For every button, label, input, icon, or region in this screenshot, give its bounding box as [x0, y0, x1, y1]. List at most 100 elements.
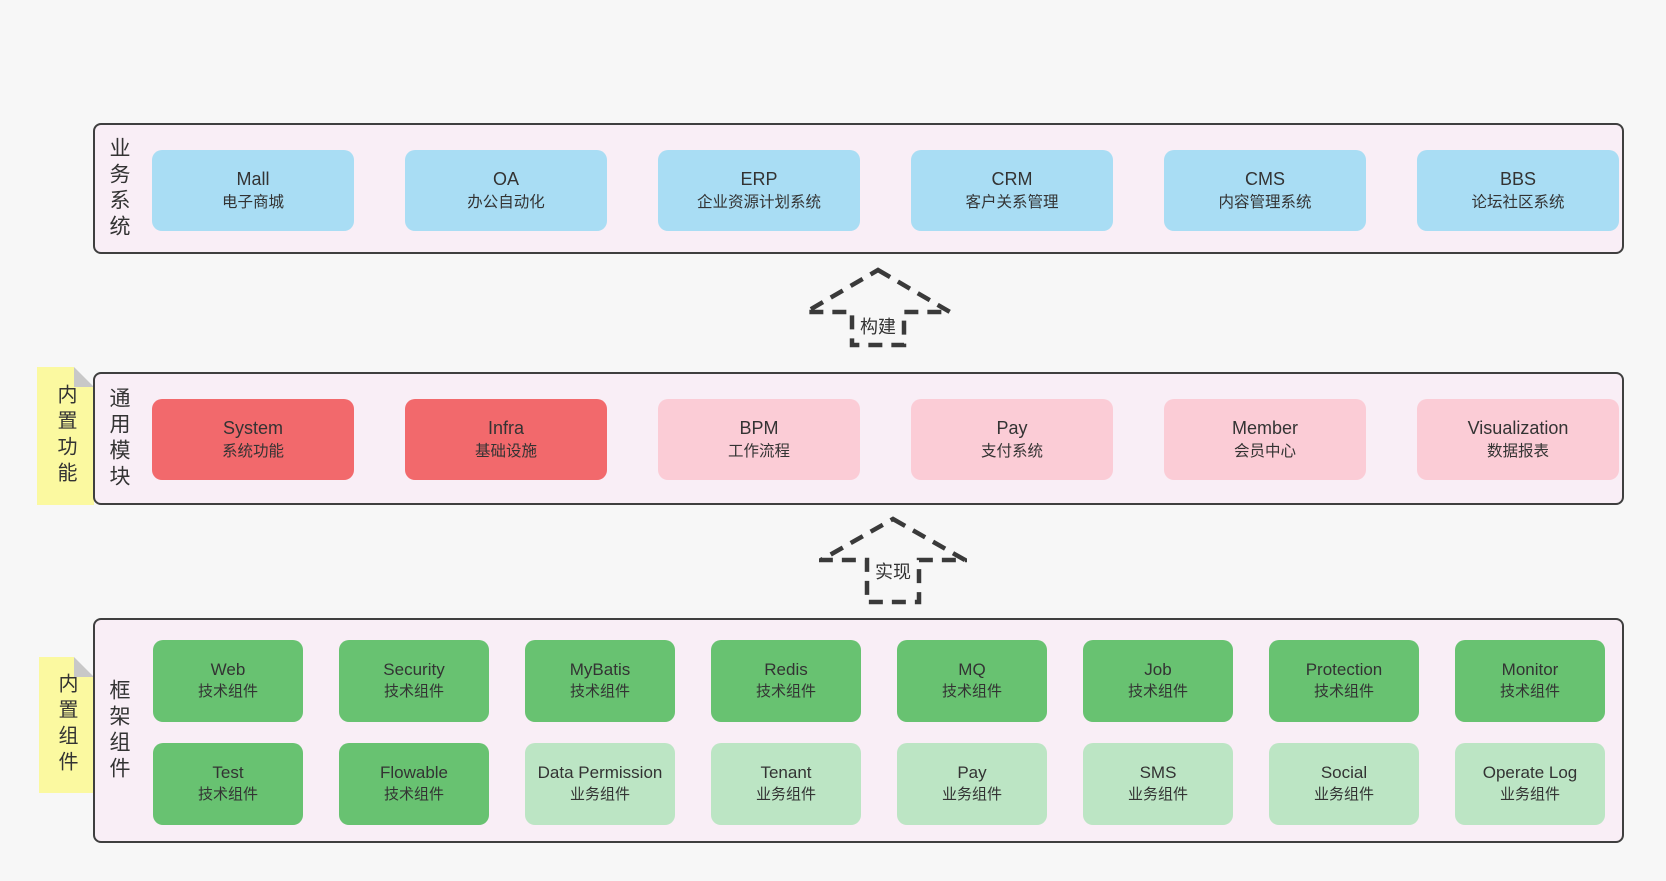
build-arrow [797, 266, 959, 348]
box-crm-name: CRM [991, 169, 1033, 190]
box-job-subtitle: 技术组件 [1127, 683, 1188, 701]
box-bbs-name: BBS [1499, 169, 1537, 190]
box-tenant-name: Tenant [760, 763, 812, 783]
box-visualization-subtitle: 数据报表 [1486, 443, 1549, 461]
box-bbs: BBS 论坛社区系统 [1417, 150, 1619, 231]
box-infra: Infra 基础设施 [405, 399, 607, 480]
implement-arrow-label: 实现 [875, 562, 911, 582]
box-oa-subtitle: 办公自动化 [467, 194, 545, 212]
box-mq: MQ 技术组件 [897, 640, 1047, 722]
box-tenant: Tenant 业务组件 [711, 743, 861, 825]
box-redis-subtitle: 技术组件 [755, 683, 816, 701]
box-erp-subtitle: 企业资源计划系统 [696, 194, 821, 212]
box-redis-name: Redis [764, 660, 808, 680]
box-crm-subtitle: 客户关系管理 [965, 194, 1059, 212]
box-web-subtitle: 技术组件 [197, 683, 258, 701]
box-bpm-subtitle: 工作流程 [727, 443, 790, 461]
box-web: Web 技术组件 [153, 640, 303, 722]
box-flowable-subtitle: 技术组件 [383, 786, 444, 804]
box-monitor-name: Monitor [1501, 660, 1559, 680]
box-bbs-subtitle: 论坛社区系统 [1471, 194, 1565, 212]
box-data-permission: Data Permission 业务组件 [525, 743, 675, 825]
box-system-name: System [222, 418, 283, 439]
box-monitor: Monitor 技术组件 [1455, 640, 1605, 722]
box-mybatis-name: MyBatis [569, 660, 631, 680]
box-pay-component-name: Pay [957, 763, 987, 783]
builtin-features-sticky: 内置功能 [37, 367, 94, 505]
box-pay-component-subtitle: 业务组件 [941, 786, 1002, 804]
box-visualization: Visualization 数据报表 [1417, 399, 1619, 480]
box-cms: CMS 内容管理系统 [1164, 150, 1366, 231]
box-mybatis: MyBatis 技术组件 [525, 640, 675, 722]
box-mybatis-subtitle: 技术组件 [569, 683, 630, 701]
box-oa: OA 办公自动化 [405, 150, 607, 231]
box-social-name: Social [1320, 763, 1368, 783]
box-oa-name: OA [492, 169, 519, 190]
up-arrow-dashed-icon [797, 267, 959, 348]
box-tenant-subtitle: 业务组件 [755, 786, 816, 804]
sticky-fold-corner-icon [74, 657, 94, 677]
box-member: Member 会员中心 [1164, 399, 1366, 480]
box-pay-system-name: Pay [996, 418, 1028, 439]
framework-components-band: 框架组件 Web 技术组件 Security 技术组件 MyBatis 技术组件… [93, 618, 1624, 843]
box-test-subtitle: 技术组件 [197, 786, 258, 804]
box-data-permission-name: Data Permission [537, 763, 663, 783]
box-security-name: Security [383, 660, 445, 680]
implement-arrow [812, 515, 974, 605]
common-modules-band: 通用模块 System 系统功能 Infra 基础设施 BPM 工作流程 Pay… [93, 372, 1624, 505]
box-erp: ERP 企业资源计划系统 [658, 150, 860, 231]
box-cms-subtitle: 内容管理系统 [1218, 194, 1312, 212]
box-mall-name: Mall [236, 169, 270, 190]
business-systems-band-label: 业务系统 [107, 136, 130, 241]
box-member-subtitle: 会员中心 [1233, 443, 1296, 461]
box-system-subtitle: 系统功能 [221, 443, 284, 461]
box-security-subtitle: 技术组件 [383, 683, 444, 701]
sticky-fold-corner-icon [74, 367, 94, 387]
box-web-name: Web [210, 660, 246, 680]
box-redis: Redis 技术组件 [711, 640, 861, 722]
box-mall: Mall 电子商城 [152, 150, 354, 231]
box-flowable-name: Flowable [379, 763, 449, 783]
box-bpm-name: BPM [739, 418, 779, 439]
box-infra-subtitle: 基础设施 [474, 443, 537, 461]
builtin-components-sticky: 内置组件 [39, 657, 94, 793]
box-bpm: BPM 工作流程 [658, 399, 860, 480]
build-arrow-label: 构建 [860, 317, 896, 337]
box-monitor-subtitle: 技术组件 [1499, 683, 1560, 701]
common-modules-band-label: 通用模块 [107, 386, 130, 491]
box-crm: CRM 客户关系管理 [911, 150, 1113, 231]
builtin-features-sticky-label: 内置功能 [54, 384, 76, 488]
box-flowable: Flowable 技术组件 [339, 743, 489, 825]
box-job-name: Job [1144, 660, 1172, 680]
box-social: Social 业务组件 [1269, 743, 1419, 825]
box-pay-system-subtitle: 支付系统 [980, 443, 1043, 461]
box-pay-system: Pay 支付系统 [911, 399, 1113, 480]
up-arrow-dashed-icon [812, 516, 974, 605]
business-systems-band: 业务系统 Mall 电子商城 OA 办公自动化 ERP 企业资源计划系统 CRM… [93, 123, 1624, 254]
box-operate-log-subtitle: 业务组件 [1499, 786, 1560, 804]
box-job: Job 技术组件 [1083, 640, 1233, 722]
builtin-components-sticky-label: 内置组件 [55, 673, 77, 777]
box-sms-subtitle: 业务组件 [1127, 786, 1188, 804]
box-system: System 系统功能 [152, 399, 354, 480]
box-protection-name: Protection [1305, 660, 1383, 680]
box-member-name: Member [1231, 418, 1298, 439]
box-protection: Protection 技术组件 [1269, 640, 1419, 722]
box-test-name: Test [212, 763, 244, 783]
box-test: Test 技术组件 [153, 743, 303, 825]
box-security: Security 技术组件 [339, 640, 489, 722]
box-data-permission-subtitle: 业务组件 [569, 786, 630, 804]
box-social-subtitle: 业务组件 [1313, 786, 1374, 804]
box-sms: SMS 业务组件 [1083, 743, 1233, 825]
box-operate-log-name: Operate Log [1482, 763, 1578, 783]
box-mq-name: MQ [958, 660, 986, 680]
box-erp-name: ERP [740, 169, 778, 190]
box-sms-name: SMS [1139, 763, 1177, 783]
box-mq-subtitle: 技术组件 [941, 683, 1002, 701]
box-operate-log: Operate Log 业务组件 [1455, 743, 1605, 825]
box-infra-name: Infra [487, 418, 525, 439]
box-mall-subtitle: 电子商城 [221, 194, 284, 212]
box-protection-subtitle: 技术组件 [1313, 683, 1374, 701]
box-cms-name: CMS [1245, 169, 1285, 190]
framework-components-band-label: 框架组件 [107, 678, 130, 783]
